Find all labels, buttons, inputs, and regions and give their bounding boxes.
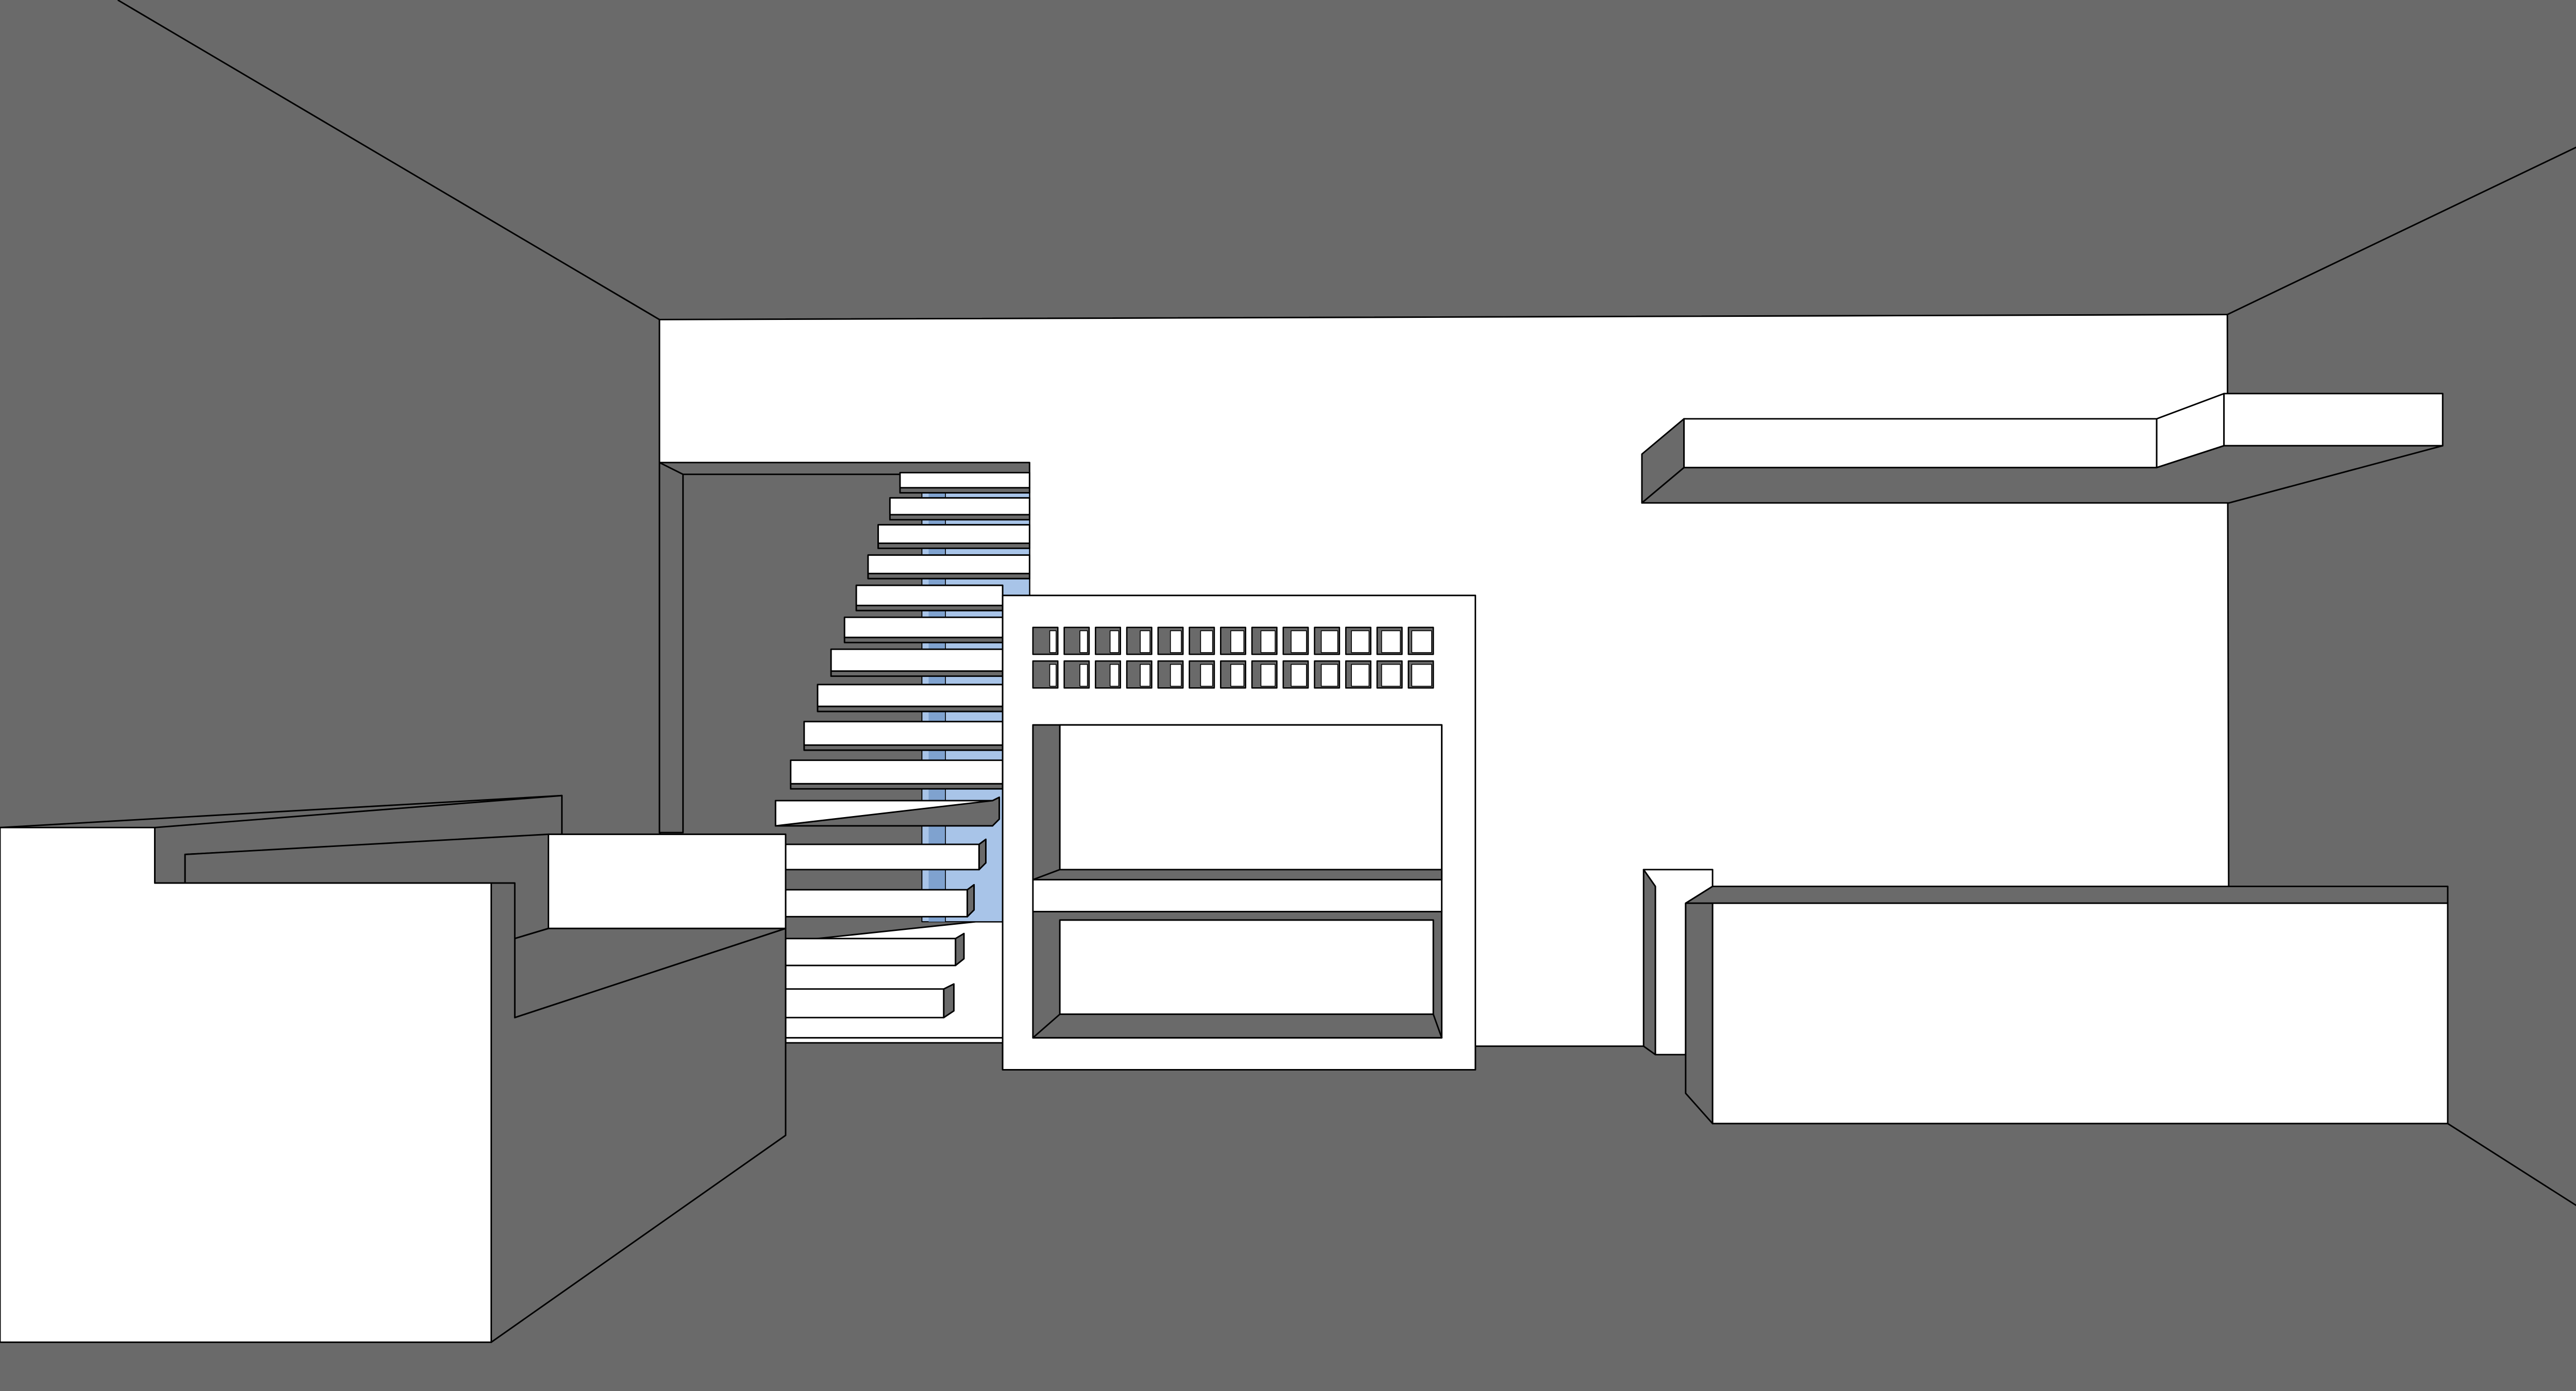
shelving-middle-shelf-top <box>1032 869 1443 880</box>
cubby-cell[interactable] <box>1408 626 1434 655</box>
wall-shelf-underside <box>1641 445 2444 504</box>
stair-tread[interactable] <box>817 684 1004 713</box>
cubby-cell[interactable] <box>1126 626 1153 655</box>
stair-tread[interactable] <box>877 524 1030 549</box>
stair-tread[interactable] <box>867 554 1030 580</box>
counter-top <box>1685 886 2449 904</box>
cubby-cell[interactable] <box>1157 626 1184 655</box>
room-edge-top-right <box>2227 146 2576 315</box>
cubby-cell[interactable] <box>1282 626 1309 655</box>
cubby-cell[interactable] <box>1189 626 1215 655</box>
cubby-cell[interactable] <box>1126 660 1153 689</box>
cubby-cell[interactable] <box>1314 626 1341 655</box>
wall-shelf-front-right[interactable] <box>2223 393 2444 447</box>
tall-cabinet-side <box>1642 869 1656 1056</box>
floating-staircase[interactable] <box>774 471 1030 1019</box>
cubby-cell[interactable] <box>1219 660 1246 689</box>
stair-tread[interactable] <box>774 796 1001 827</box>
cubby-cell[interactable] <box>1345 660 1371 689</box>
shelving-compartment-lower-inner <box>1059 919 1434 1015</box>
room-edge-top-left <box>117 0 660 320</box>
stair-tread[interactable] <box>899 471 1030 494</box>
cubby-cell[interactable] <box>1408 660 1434 689</box>
cubby-cell[interactable] <box>1314 660 1341 689</box>
cubby-cell[interactable] <box>1251 626 1278 655</box>
cubby-cell[interactable] <box>1032 626 1059 655</box>
stair-tread[interactable] <box>843 616 1004 643</box>
sofa-side <box>490 882 787 1343</box>
cubby-cell[interactable] <box>1063 626 1090 655</box>
cubby-cell[interactable] <box>1345 626 1371 655</box>
stair-tread[interactable] <box>785 884 975 918</box>
stair-tread[interactable] <box>790 759 1004 790</box>
cubby-cell[interactable] <box>1157 660 1184 689</box>
stair-tread[interactable] <box>785 838 987 871</box>
cubby-cell[interactable] <box>1251 660 1278 689</box>
cubby-cell[interactable] <box>1376 660 1403 689</box>
cubby-grid[interactable] <box>1032 626 1434 689</box>
stair-tread[interactable] <box>785 932 965 966</box>
sofa[interactable] <box>0 794 787 1343</box>
cubby-cell[interactable] <box>1095 660 1122 689</box>
stair-tread[interactable] <box>830 648 1004 677</box>
shelving-middle-shelf[interactable] <box>1032 879 1443 912</box>
cubby-cell[interactable] <box>1189 660 1215 689</box>
cubby-cell[interactable] <box>1219 626 1246 655</box>
counter-side <box>1685 902 1714 1125</box>
sofa-front[interactable] <box>0 826 492 1343</box>
stair-tread[interactable] <box>855 584 1004 612</box>
sofa-cushion[interactable] <box>548 833 787 929</box>
shelving-compartment-upper-inner <box>1059 724 1443 871</box>
wall-shelf-front-left[interactable] <box>1683 418 2158 469</box>
cubby-cell[interactable] <box>1376 626 1403 655</box>
cubby-cell[interactable] <box>1095 626 1122 655</box>
counter-block[interactable] <box>1685 886 2449 1125</box>
stair-tread[interactable] <box>803 721 1004 751</box>
stair-tread[interactable] <box>889 497 1030 521</box>
shelving-bottom <box>1032 1013 1443 1039</box>
cubby-cell[interactable] <box>1032 660 1059 689</box>
stair-tread[interactable] <box>785 983 955 1019</box>
room-edge-bottom-right <box>2447 1123 2576 1207</box>
cubby-cell[interactable] <box>1282 660 1309 689</box>
cubby-cell[interactable] <box>1063 660 1090 689</box>
wall-shelf[interactable] <box>1641 393 2444 504</box>
counter-front[interactable] <box>1711 902 2449 1125</box>
stair-opening-jamb <box>658 462 684 834</box>
